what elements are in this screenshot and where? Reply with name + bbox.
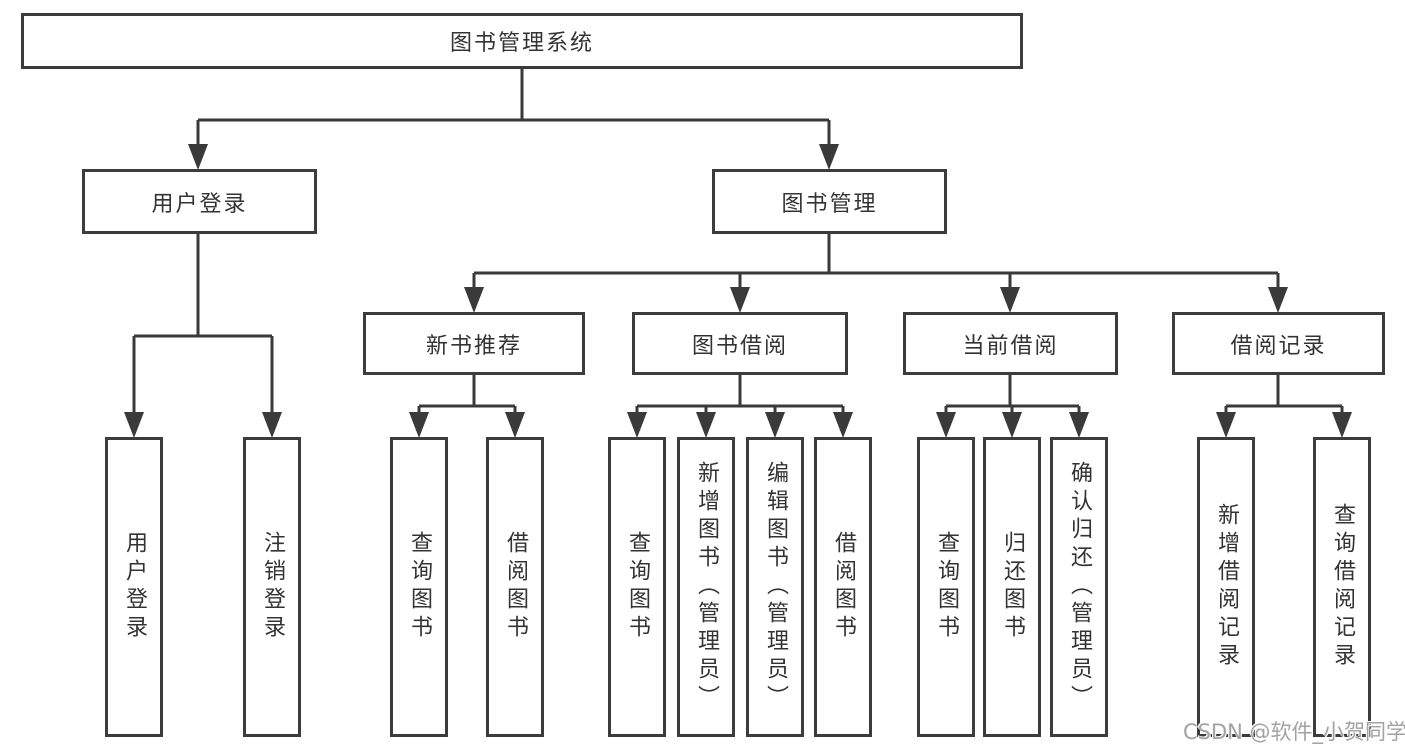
node-borrowing-records-label: 借阅记录	[1230, 333, 1327, 359]
leaf-query-books-recommend-label: 查询图书	[407, 531, 432, 643]
connector-current-to-leaves	[936, 375, 1089, 438]
node-book-management-module: 图书管理	[712, 169, 947, 234]
node-new-book-recommend-label: 新书推荐	[425, 333, 522, 359]
node-current-borrowing-label: 当前借阅	[962, 333, 1059, 359]
leaf-query-books-borrow-label: 查询图书	[625, 531, 650, 643]
leaf-query-books-recommend: 查询图书	[390, 437, 448, 737]
connector-mgmt-to-level3	[464, 233, 1288, 313]
leaf-logout: 注销登录	[243, 437, 301, 737]
node-book-borrowing: 图书借阅	[632, 312, 848, 375]
leaf-borrow-books-recommend: 借阅图书	[486, 437, 544, 737]
leaf-borrow-books-recommend-label: 借阅图书	[503, 531, 528, 643]
csdn-watermark: CSDN @软件_小贺同学	[1183, 720, 1405, 744]
leaf-query-books-borrow: 查询图书	[608, 437, 666, 737]
leaf-add-books-admin-label: 新增图书（管理员）	[694, 461, 719, 713]
leaf-borrow-books: 借阅图书	[814, 437, 872, 737]
node-new-book-recommend: 新书推荐	[363, 312, 585, 375]
leaf-edit-books-admin: 编辑图书（管理员）	[746, 437, 804, 737]
leaf-user-login: 用户登录	[105, 437, 163, 737]
leaf-query-books-current: 查询图书	[917, 437, 975, 737]
leaf-edit-books-admin-label: 编辑图书（管理员）	[763, 461, 788, 713]
leaf-query-borrow-record: 查询借阅记录	[1313, 437, 1371, 737]
node-library-management-system: 图书管理系统	[21, 13, 1023, 69]
connector-newbook-to-leaves	[409, 375, 525, 438]
node-current-borrowing: 当前借阅	[903, 312, 1118, 375]
leaf-return-books: 归还图书	[983, 437, 1041, 737]
leaf-confirm-return-admin-label: 确认归还（管理员）	[1067, 461, 1092, 713]
leaf-logout-label: 注销登录	[260, 531, 285, 643]
leaf-query-books-current-label: 查询图书	[934, 531, 959, 643]
node-book-management-module-label: 图书管理	[781, 191, 878, 217]
connector-record-to-leaves	[1216, 375, 1352, 438]
leaf-confirm-return-admin: 确认归还（管理员）	[1050, 437, 1108, 737]
leaf-add-books-admin: 新增图书（管理员）	[677, 437, 735, 737]
node-user-login-module: 用户登录	[82, 169, 317, 234]
leaf-add-borrow-record: 新增借阅记录	[1197, 437, 1255, 737]
leaf-return-books-label: 归还图书	[1000, 531, 1025, 643]
leaf-query-borrow-record-label: 查询借阅记录	[1330, 503, 1355, 671]
leaf-user-login-label: 用户登录	[122, 531, 147, 643]
connector-login-to-leaves	[124, 233, 282, 438]
node-user-login-module-label: 用户登录	[151, 191, 248, 217]
node-book-borrowing-label: 图书借阅	[691, 333, 788, 359]
node-borrowing-records: 借阅记录	[1172, 312, 1385, 375]
leaf-borrow-books-label: 借阅图书	[831, 531, 856, 643]
leaf-add-borrow-record-label: 新增借阅记录	[1214, 503, 1239, 671]
connector-borrow-to-leaves	[627, 375, 853, 438]
node-library-management-system-label: 图书管理系统	[449, 31, 594, 56]
connector-root-to-level2	[188, 68, 839, 170]
